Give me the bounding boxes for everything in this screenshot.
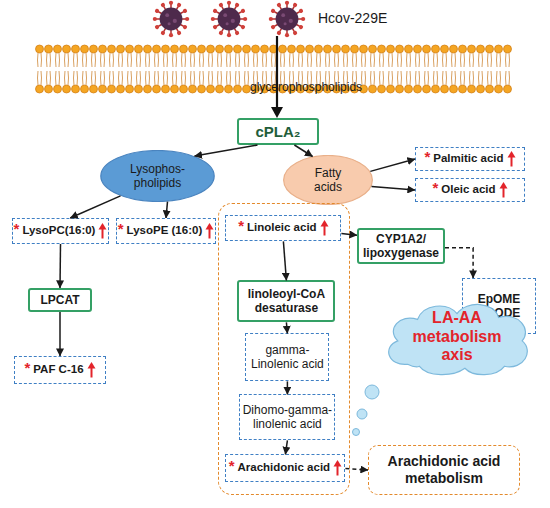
- thought-bubble: [365, 385, 379, 399]
- text-label: glycerophospholipids: [250, 80, 362, 94]
- category-ellipse: Fatty acids: [283, 155, 373, 205]
- increase-arrow-head: [99, 223, 107, 230]
- node-text: EpOME: [478, 292, 521, 306]
- increase-arrow: [333, 460, 342, 476]
- arrow-connector: [372, 187, 416, 191]
- node-text: Fatty acids: [306, 166, 351, 195]
- metabolite-box: *Arachidonic acid: [225, 454, 345, 482]
- axis-cloud: LA-AA metabolism axis: [378, 296, 536, 378]
- significance-mark: *: [238, 217, 244, 234]
- node-text: LysoPE (16:0): [127, 224, 203, 238]
- node-text: LysoPC(16:0): [22, 224, 95, 238]
- significance-mark: *: [14, 220, 20, 237]
- node-text: Dihomo-gamma-linolenic acid: [240, 403, 334, 432]
- node-text: CYP1A2/ lipoxygenase: [359, 232, 443, 261]
- virus-icon: [211, 1, 247, 37]
- arrow-connector: [287, 381, 289, 394]
- node-text: Linoleic acid: [247, 221, 317, 235]
- node-text: linoleoyl-CoA desaturase: [239, 287, 333, 316]
- metabolite-box: Dihomo-gamma-linolenic acid: [239, 394, 335, 440]
- category-ellipse: Lysophos- pholipids: [100, 150, 215, 202]
- node-text: LA-AA metabolism axis: [411, 309, 503, 364]
- increase-arrow-stem: [102, 228, 104, 239]
- virus-icon: [269, 1, 305, 37]
- arrow-connector: [445, 248, 473, 278]
- arrow-connector: [195, 145, 258, 156]
- arrow-connector: [294, 145, 312, 157]
- metabolite-box: *LysoPE (16:0): [116, 218, 216, 244]
- enzyme-box: LPCAT: [28, 288, 92, 312]
- metabolite-box: *PAF C-16: [14, 356, 106, 384]
- increase-arrow-stem: [90, 367, 92, 378]
- arrow-connector: [345, 468, 368, 470]
- lipid-bilayer: [35, 44, 512, 94]
- node-text: PAF C-16: [33, 363, 83, 377]
- arrow-connector: [286, 322, 287, 333]
- text-label: Hcov-229E: [318, 10, 387, 26]
- node-text: Oleic acid: [441, 183, 495, 197]
- node-text: Arachidonic acid: [237, 461, 330, 475]
- pathway-group: *Linoleic acidlinoleoyl-CoA desaturasega…: [218, 203, 350, 495]
- arrow-connector: [370, 159, 415, 171]
- significance-mark: *: [24, 359, 30, 376]
- significance-mark: *: [118, 220, 124, 237]
- increase-arrow-head: [334, 460, 342, 467]
- increase-arrow-head: [507, 151, 515, 158]
- node-text: LPCAT: [40, 293, 79, 307]
- ellipse-fill: [284, 156, 373, 205]
- arrow-connector: [59, 312, 61, 356]
- increase-arrow: [320, 220, 329, 236]
- arrow-connector: [70, 196, 120, 218]
- thought-bubble: [353, 429, 360, 436]
- increase-arrow-stem: [323, 225, 325, 236]
- increase-arrow: [205, 223, 214, 239]
- increase-arrow-stem: [209, 228, 211, 239]
- entry-arrowhead: [271, 107, 283, 118]
- node-text: cPLA₂: [255, 123, 300, 141]
- increase-arrow: [499, 182, 508, 198]
- pathway-box: Arachidonic acid metabolism: [368, 445, 520, 495]
- node-text: Lysophos- pholipids: [123, 162, 193, 191]
- thought-bubble: [357, 409, 367, 419]
- metabolite-box: *Linoleic acid: [225, 215, 341, 241]
- entry-arrow: [276, 36, 278, 108]
- node-text: gamma-Linolenic acid: [246, 343, 328, 372]
- metabolite-box: *LysoPC(16:0): [12, 218, 109, 244]
- arrow-connector: [285, 440, 287, 454]
- increase-arrow-stem: [510, 156, 512, 167]
- significance-mark: *: [432, 179, 438, 196]
- significance-mark: *: [229, 457, 235, 474]
- metabolite-box: *Palmitic acid: [415, 147, 525, 171]
- increase-arrow: [507, 151, 516, 167]
- ellipse-fill: [101, 151, 214, 202]
- metabolite-box: gamma-Linolenic acid: [245, 333, 329, 381]
- increase-arrow-head: [499, 182, 507, 189]
- metabolite-box: *Oleic acid: [415, 178, 525, 202]
- node-text: Palmitic acid: [433, 152, 503, 166]
- enzyme-box: CYP1A2/ lipoxygenase: [357, 228, 445, 264]
- arrow-connector: [166, 202, 168, 218]
- increase-arrow: [98, 223, 107, 239]
- enzyme-box: linoleoyl-CoA desaturase: [237, 280, 335, 322]
- increase-arrow: [87, 362, 96, 378]
- significance-mark: *: [424, 148, 430, 165]
- node-text: Arachidonic acid metabolism: [369, 453, 519, 487]
- cloud-fill: [389, 304, 528, 374]
- increase-arrow-stem: [502, 187, 504, 198]
- arrow-connector: [283, 241, 286, 280]
- increase-arrow-head: [320, 220, 328, 227]
- increase-arrow-head: [206, 223, 214, 230]
- arrow-connector: [59, 244, 61, 288]
- increase-arrow-stem: [337, 465, 339, 476]
- enzyme-box: cPLA₂: [237, 118, 319, 145]
- increase-arrow-head: [87, 362, 95, 369]
- virus-icon: [153, 1, 189, 37]
